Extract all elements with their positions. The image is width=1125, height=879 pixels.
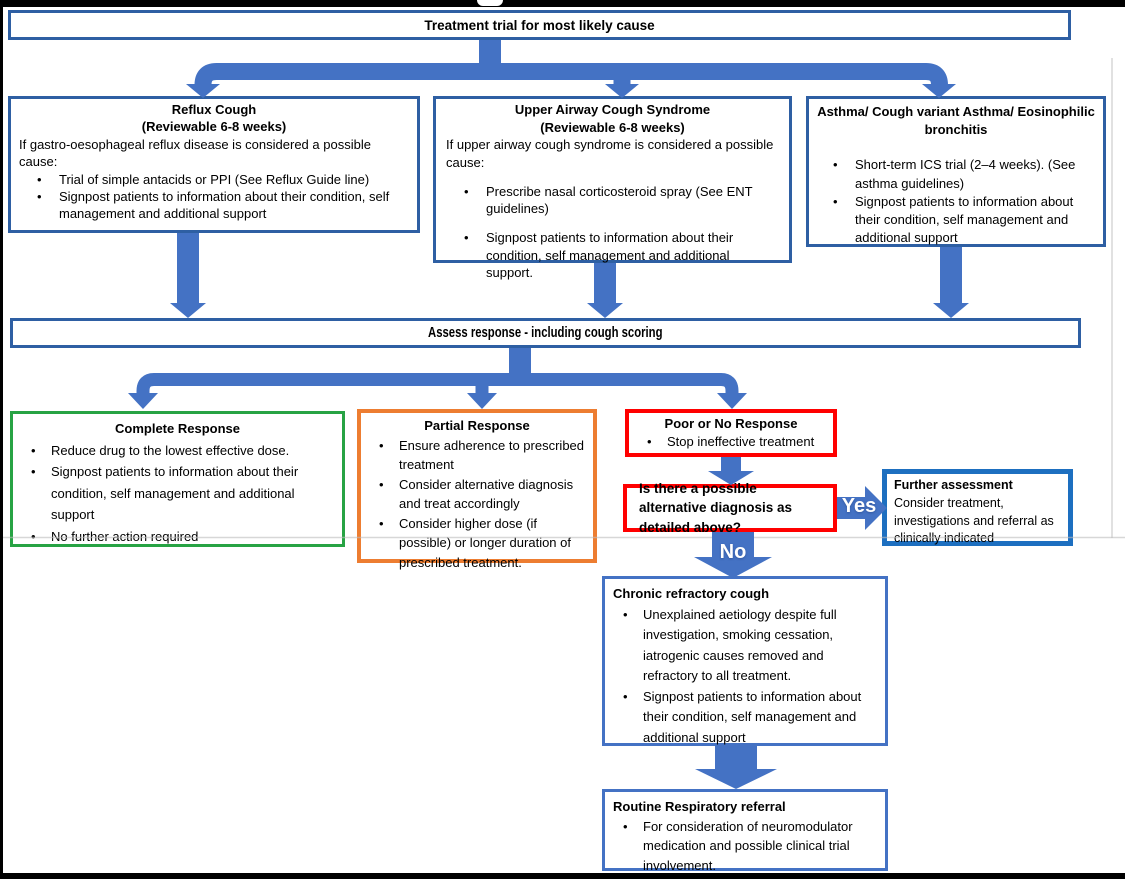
frame-bottom-border xyxy=(0,873,1125,879)
yes-arrow-stem xyxy=(837,497,865,519)
reflux-cough-box: Reflux Cough (Reviewable 6-8 weeks) If g… xyxy=(8,96,420,233)
chronic-bullet: Unexplained aetiology despite full inves… xyxy=(613,605,877,687)
uacs-bullet: Signpost patients to information about t… xyxy=(446,229,779,282)
uacs-intro: If upper airway cough syndrome is consid… xyxy=(446,137,774,171)
assess-response-bar: Assess response - including cough scorin… xyxy=(10,318,1081,348)
routine-referral-box: Routine Respiratory referral For conside… xyxy=(602,789,888,873)
no-label: No xyxy=(719,541,747,563)
partial-title: Partial Response xyxy=(424,418,530,433)
complete-bullet: Signpost patients to information about t… xyxy=(21,461,334,526)
complete-title: Complete Response xyxy=(115,421,240,436)
arrow-down-icon xyxy=(467,393,497,409)
uacs-subtitle: (Reviewable 6-8 weeks) xyxy=(540,119,685,135)
asthma-to-assess-stem xyxy=(940,247,962,304)
branch2-bar xyxy=(136,373,739,394)
partial-bullet: Ensure adherence to prescribed treatment xyxy=(369,436,585,475)
further-assessment-box: Further assessment Consider treatment, i… xyxy=(882,469,1073,546)
routine-title: Routine Respiratory referral xyxy=(613,799,786,814)
treatment-trial-label: Treatment trial for most likely cause xyxy=(424,17,655,33)
frame-top-border xyxy=(0,0,1125,7)
branch2-stub xyxy=(509,348,531,378)
reflux-bullet: Trial of simple antacids or PPI (See Ref… xyxy=(19,171,409,189)
poor-no-response-box: Poor or No Response Stop ineffective tre… xyxy=(625,409,837,457)
chronic-bullet: Signpost patients to information about t… xyxy=(613,687,877,749)
further-title: Further assessment xyxy=(894,478,1013,492)
complete-response-box: Complete Response Reduce drug to the low… xyxy=(10,411,345,547)
frame-left-border xyxy=(0,0,3,879)
reflux-intro: If gastro-oesophageal reflux disease is … xyxy=(19,136,371,170)
routine-bullet: For consideration of neuromodulator medi… xyxy=(613,817,877,876)
arrow-down-icon xyxy=(717,393,747,409)
partial-bullet: Consider higher dose (if possible) or lo… xyxy=(369,514,585,573)
chronic-refractory-cough-box: Chronic refractory cough Unexplained aet… xyxy=(602,576,888,746)
branch1-stub xyxy=(479,40,501,73)
question-label: Is there a possible alternative diagnosi… xyxy=(639,480,793,535)
reflux-title: Reflux Cough xyxy=(171,102,257,117)
asthma-title: Asthma/ Cough variant Asthma/ Eosinophil… xyxy=(817,104,1095,138)
reflux-bullet: Signpost patients to information about t… xyxy=(19,188,409,223)
asthma-bullet: Short-term ICS trial (2–4 weeks). (See a… xyxy=(815,156,1097,192)
arrow-down-icon xyxy=(170,303,206,318)
yes-label: Yes xyxy=(841,495,877,517)
reflux-subtitle: (Reviewable 6-8 weeks) xyxy=(141,119,287,135)
treatment-trial-box: Treatment trial for most likely cause xyxy=(8,10,1071,40)
arrow-down-icon xyxy=(933,303,969,318)
arrow-down-icon xyxy=(695,769,777,789)
reflux-to-assess-stem xyxy=(177,233,199,304)
arrow-down-icon xyxy=(128,393,158,409)
assess-response-label: Assess response - including cough scorin… xyxy=(428,325,663,341)
asthma-box: Asthma/ Cough variant Asthma/ Eosinophil… xyxy=(806,96,1106,247)
partial-bullet: Consider alternative diagnosis and treat… xyxy=(369,475,585,514)
uacs-bullet: Prescribe nasal corticosteroid spray (Se… xyxy=(446,183,779,218)
uacs-title: Upper Airway Cough Syndrome xyxy=(514,102,711,117)
poor-bullet: Stop ineffective treatment xyxy=(637,433,825,451)
arrow-down-icon xyxy=(694,557,772,578)
chronic-title: Chronic refractory cough xyxy=(613,586,770,601)
partial-response-box: Partial Response Ensure adherence to pre… xyxy=(357,409,597,570)
chronic-to-routine-stem xyxy=(715,746,757,770)
poor-to-question-stem xyxy=(721,457,741,472)
upper-airway-cough-box: Upper Airway Cough Syndrome (Reviewable … xyxy=(433,96,792,280)
poor-title: Poor or No Response xyxy=(664,416,798,431)
asthma-bullet: Signpost patients to information about t… xyxy=(815,193,1097,248)
shape-handle-icon xyxy=(477,0,503,6)
alternative-diagnosis-question-box: Is there a possible alternative diagnosi… xyxy=(623,481,837,535)
further-body: Consider treatment, investigations and r… xyxy=(894,495,1054,546)
branch1-bar xyxy=(194,63,948,88)
arrow-down-icon xyxy=(587,303,623,318)
complete-bullet: No further action required xyxy=(21,526,334,548)
complete-bullet: Reduce drug to the lowest effective dose… xyxy=(21,440,334,462)
